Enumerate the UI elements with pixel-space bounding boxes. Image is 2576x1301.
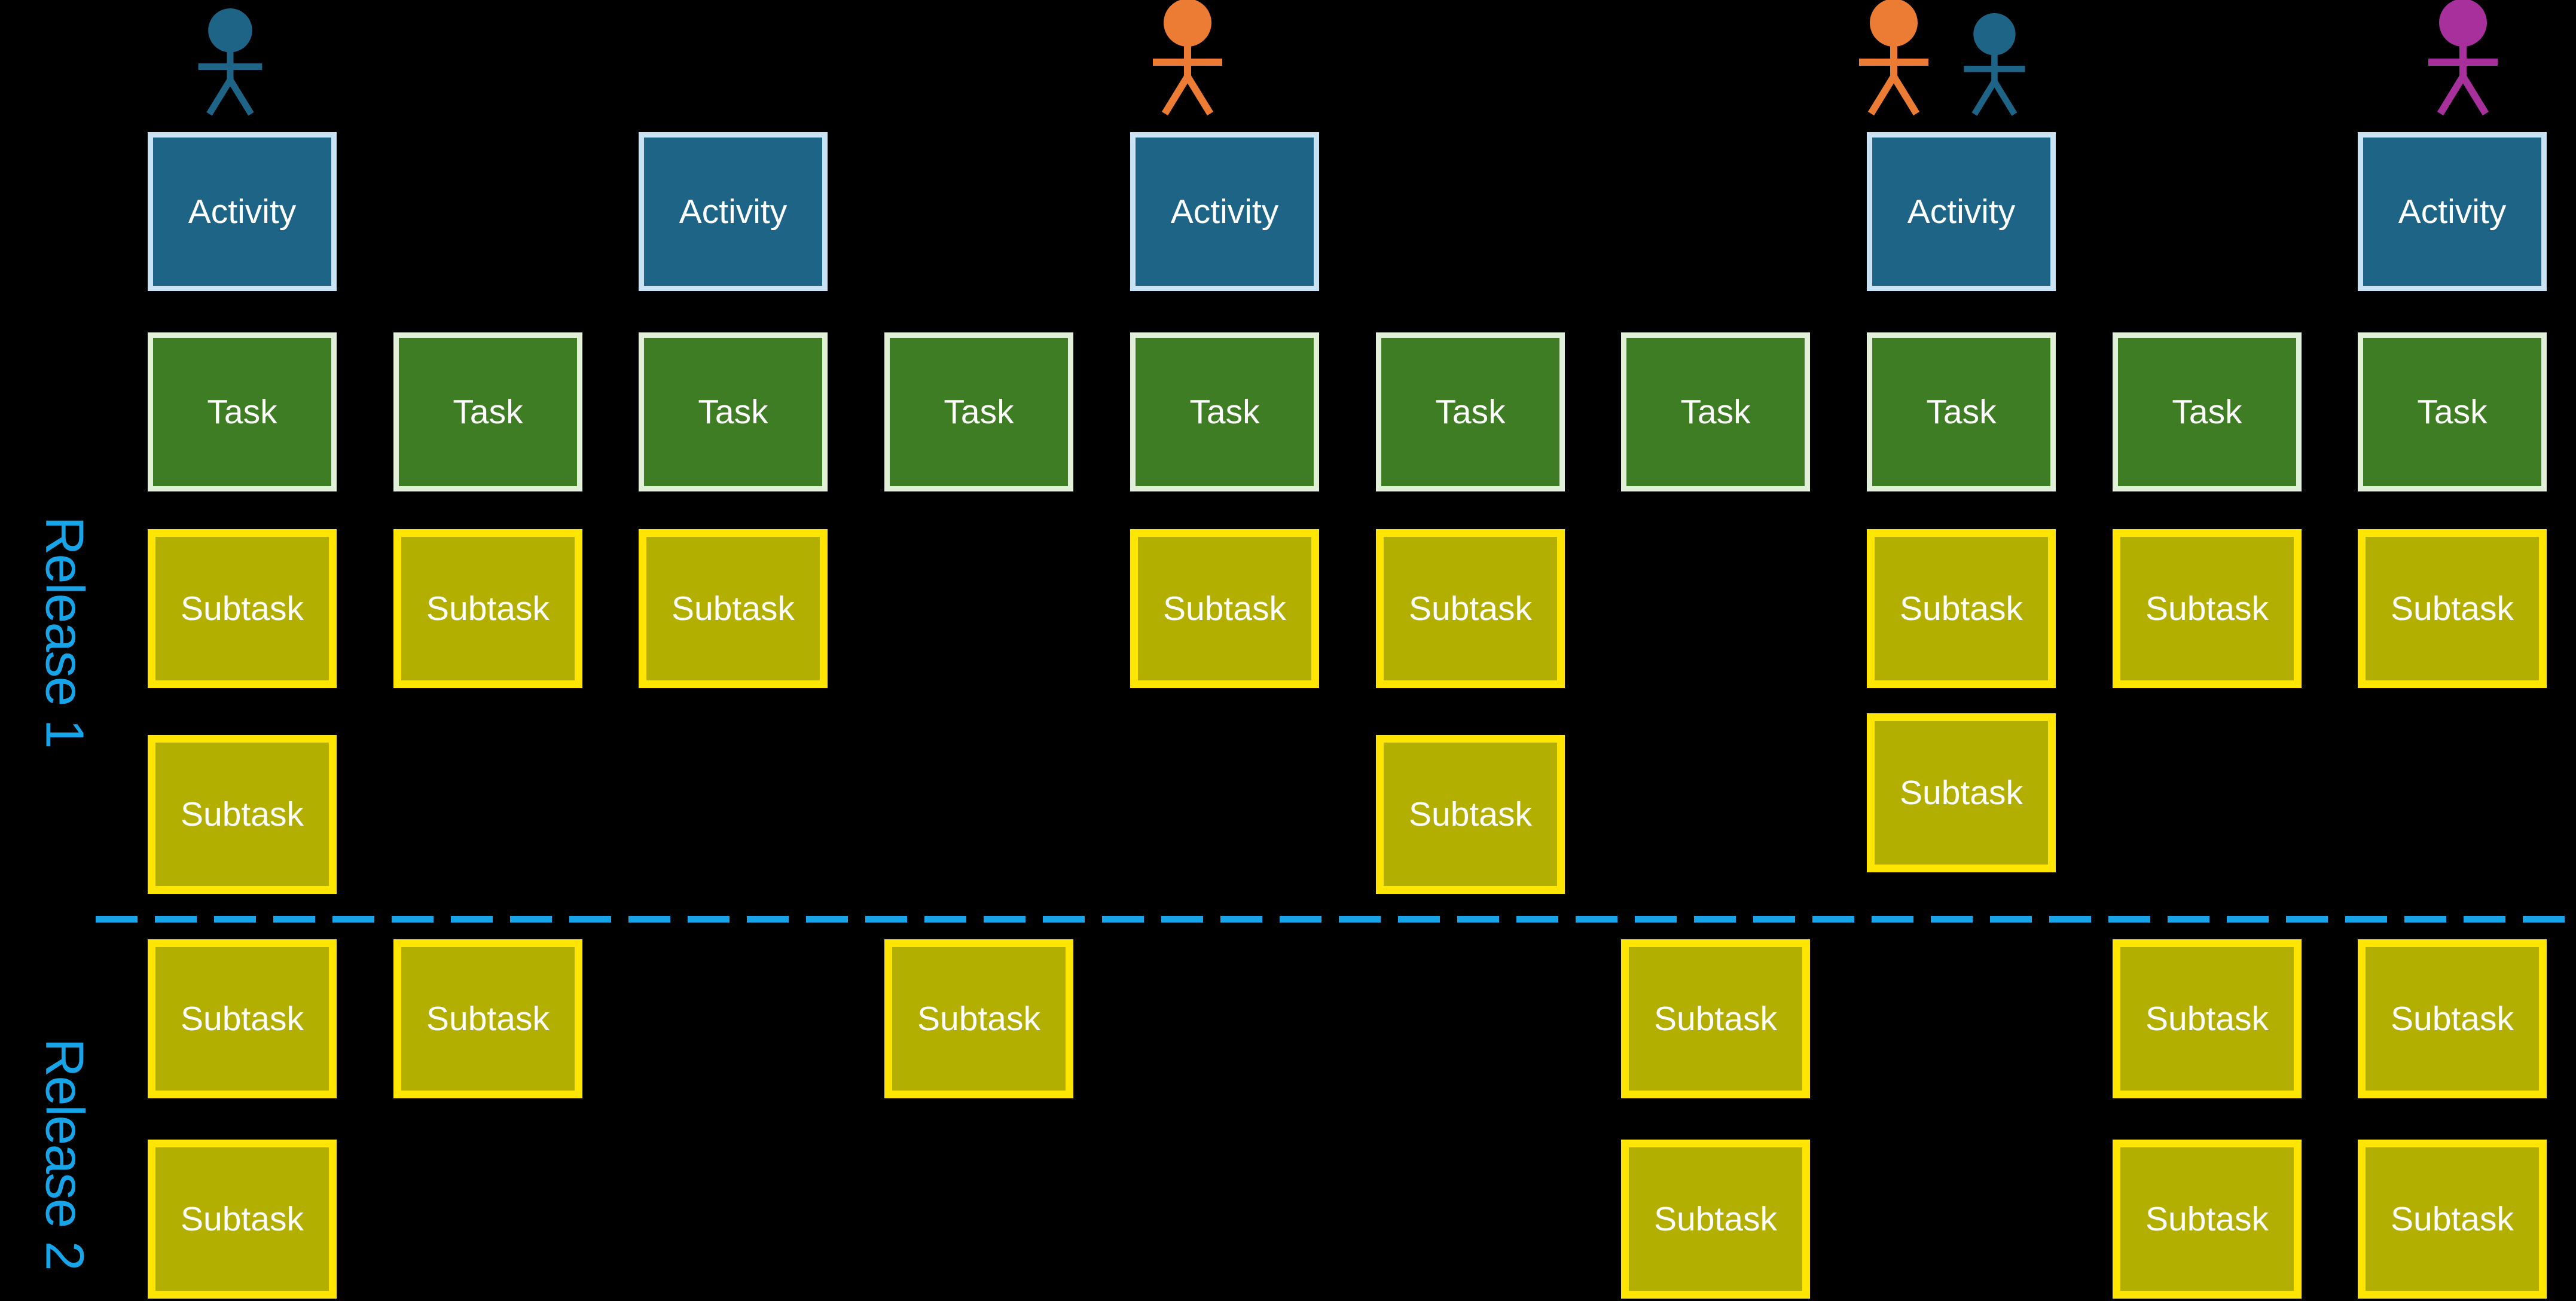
subtask-card: Subtask [2358, 529, 2547, 688]
task-card-label: Task [944, 392, 1014, 431]
subtask-card-label: Subtask [1654, 999, 1777, 1038]
task-card: Task [393, 332, 582, 491]
subtask-card-label: Subtask [1409, 589, 1532, 628]
subtask-card-label: Subtask [181, 1199, 304, 1238]
task-card: Task [884, 332, 1073, 491]
task-card: Task [1867, 332, 2056, 491]
subtask-card: Subtask [393, 529, 582, 688]
subtask-card-label: Subtask [426, 589, 550, 628]
release-1-label: Release 1 [34, 516, 94, 748]
subtask-card: Subtask [2113, 529, 2302, 688]
subtask-card: Subtask [1621, 939, 1810, 1098]
subtask-card: Subtask [393, 939, 582, 1098]
subtask-card: Subtask [1130, 529, 1319, 688]
task-card-label: Task [453, 392, 523, 431]
subtask-card-label: Subtask [2391, 1199, 2514, 1238]
activity-card: Activity [639, 132, 828, 291]
subtask-card-label: Subtask [2391, 999, 2514, 1038]
task-card-label: Task [2417, 392, 2488, 431]
subtask-card-label: Subtask [2145, 589, 2269, 628]
activity-card: Activity [148, 132, 337, 291]
subtask-card-label: Subtask [1900, 589, 2023, 628]
subtask-card-label: Subtask [2145, 1199, 2269, 1238]
release-2-label: Release 2 [34, 1038, 94, 1270]
subtask-card: Subtask [148, 735, 337, 894]
subtask-card: Subtask [1621, 1140, 1810, 1299]
subtask-card-label: Subtask [672, 589, 795, 628]
subtask-card-label: Subtask [426, 999, 550, 1038]
subtask-card-label: Subtask [1163, 589, 1286, 628]
subtask-card: Subtask [639, 529, 828, 688]
task-card: Task [2113, 332, 2302, 491]
subtask-card-label: Subtask [181, 999, 304, 1038]
persona-stick-figure-orange-icon [1150, 0, 1225, 121]
task-card: Task [1621, 332, 1810, 491]
activity-card: Activity [2358, 132, 2547, 291]
subtask-card: Subtask [2113, 939, 2302, 1098]
activity-card-label: Activity [188, 192, 297, 231]
activity-card-label: Activity [679, 192, 788, 231]
task-card: Task [639, 332, 828, 491]
activity-card: Activity [1867, 132, 2056, 291]
subtask-card: Subtask [1867, 529, 2056, 688]
subtask-card: Subtask [1376, 735, 1565, 894]
release-divider-dashed-line [96, 916, 2576, 923]
subtask-card-label: Subtask [2391, 589, 2514, 628]
task-card: Task [1130, 332, 1319, 491]
task-card-label: Task [1926, 392, 1997, 431]
subtask-card: Subtask [1376, 529, 1565, 688]
subtask-card: Subtask [148, 529, 337, 688]
subtask-card-label: Subtask [181, 589, 304, 628]
subtask-card-label: Subtask [1409, 795, 1532, 833]
task-card-label: Task [1680, 392, 1751, 431]
subtask-card: Subtask [2358, 1140, 2547, 1299]
persona-stick-figure-blue-icon [1961, 13, 2028, 121]
task-card-label: Task [698, 392, 768, 431]
task-card-label: Task [1435, 392, 1506, 431]
subtask-card: Subtask [148, 1140, 337, 1299]
task-card-label: Task [207, 392, 277, 431]
subtask-card-label: Subtask [917, 999, 1040, 1038]
subtask-card-label: Subtask [2145, 999, 2269, 1038]
task-card: Task [2358, 332, 2547, 491]
subtask-card: Subtask [2358, 939, 2547, 1098]
activity-card: Activity [1130, 132, 1319, 291]
subtask-card-label: Subtask [1900, 773, 2023, 812]
task-card-label: Task [1189, 392, 1260, 431]
persona-stick-figure-blue-icon [196, 8, 265, 121]
activity-card-label: Activity [1907, 192, 2016, 231]
activity-card-label: Activity [2398, 192, 2507, 231]
task-card: Task [148, 332, 337, 491]
subtask-card: Subtask [148, 939, 337, 1098]
subtask-card-label: Subtask [181, 795, 304, 833]
subtask-card: Subtask [2113, 1140, 2302, 1299]
subtask-card-label: Subtask [1654, 1199, 1777, 1238]
persona-stick-figure-orange-icon [1856, 0, 1931, 121]
persona-stick-figure-purple-icon [2425, 0, 2501, 121]
activity-card-label: Activity [1170, 192, 1279, 231]
task-card-label: Task [2172, 392, 2242, 431]
subtask-card: Subtask [884, 939, 1073, 1098]
task-card: Task [1376, 332, 1565, 491]
subtask-card: Subtask [1867, 713, 2056, 872]
